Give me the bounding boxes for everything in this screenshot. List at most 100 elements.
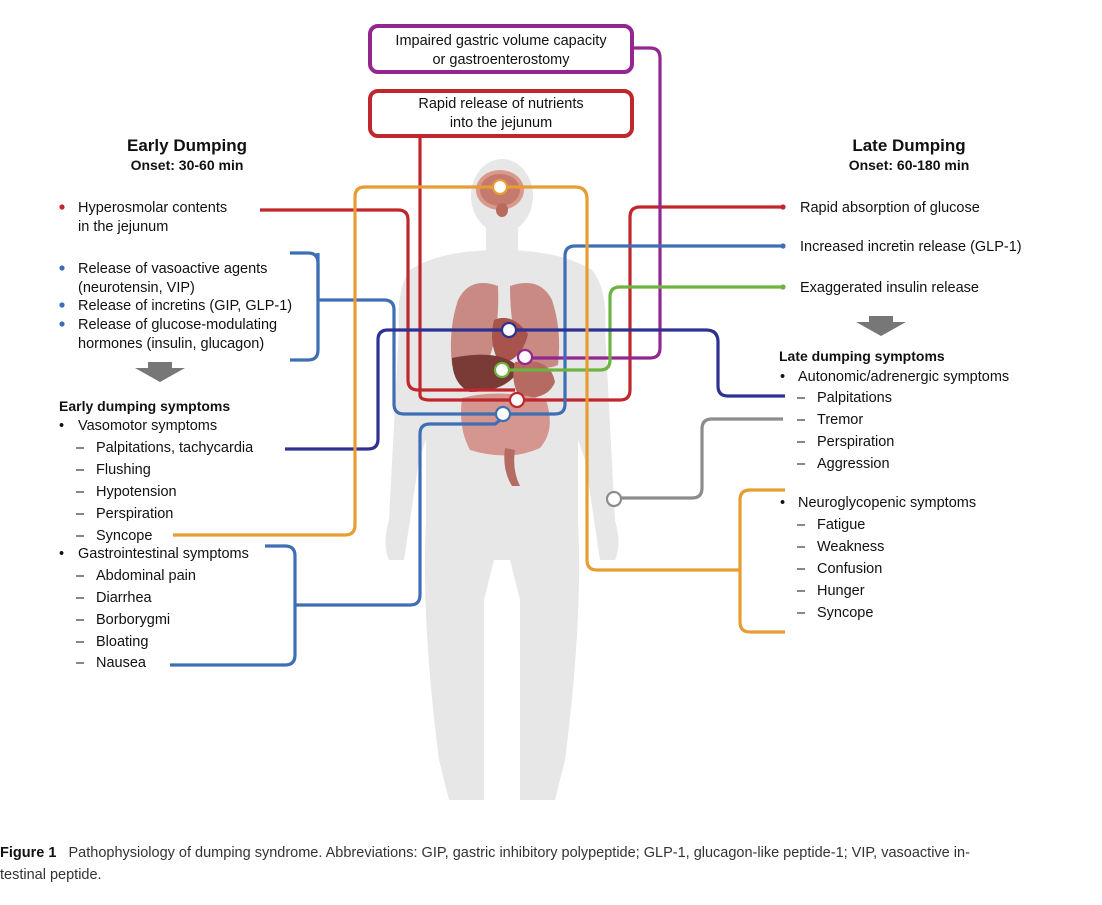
top-box-red: Rapid release of nutrients into the jeju… [368, 89, 634, 138]
svg-text:•: • [780, 369, 785, 385]
purple-line-gastric [527, 46, 662, 360]
gi-item: Diarrhea [96, 590, 153, 606]
skin-node [605, 490, 623, 508]
red-box-line2: into the jejunum [450, 115, 552, 131]
svg-text:–: – [76, 612, 85, 628]
autonomic-item: Tremor [817, 412, 863, 428]
svg-text:–: – [76, 506, 85, 522]
blue-line-gi [170, 416, 504, 667]
autonomic-title: Autonomic/adrenergic symptoms [798, 369, 1009, 385]
svg-text:–: – [797, 456, 806, 472]
vasomotor-item: Hypotension [96, 484, 177, 500]
late-cause-2: Increased incretin release (GLP-1) [800, 239, 1022, 255]
early-cause-1-line1: Hyperosmolar contents [78, 200, 227, 216]
late-dumping-title: Late Dumping [852, 136, 965, 155]
navy-line-palpitations [285, 328, 785, 451]
gi-item: Abdominal pain [96, 568, 196, 584]
blue-bracket-causes [290, 251, 320, 362]
purple-box-line1: Impaired gastric volume capacity [395, 33, 607, 49]
late-symptoms: Late dumping symptoms • Autonomic/adrene… [779, 348, 1009, 621]
early-down-arrow-icon [135, 362, 185, 382]
brain-node [491, 178, 509, 196]
heart-node [500, 321, 518, 339]
autonomic-item: Aggression [817, 456, 890, 472]
red-box-line1: Rapid release of nutrients [418, 96, 583, 112]
early-cause-4-line1: Release of glucose-modulating [78, 317, 277, 333]
purple-box-line2: or gastroenterostomy [432, 52, 570, 68]
red-line-hyperosmolar [260, 208, 515, 392]
early-cause-2-line2: (neurotensin, VIP) [78, 280, 195, 296]
intestine-node [494, 405, 512, 423]
early-cause-4-line2: hormones (insulin, glucagon) [78, 336, 264, 352]
pancreas-node [493, 361, 511, 379]
red-line-rapid-absorption [522, 205, 783, 402]
figure-caption: Figure 1 Pathophysiology of dumping synd… [0, 842, 1102, 886]
gi-item: Nausea [96, 655, 147, 671]
neuro-item: Confusion [817, 561, 882, 577]
organs-icon [450, 283, 560, 486]
intestines-icon [461, 393, 550, 456]
svg-text:–: – [76, 568, 85, 584]
early-cause-1-line2: in the jejunum [78, 219, 168, 235]
late-down-arrow-icon [856, 316, 906, 336]
vasomotor-item: Palpitations, tachycardia [96, 440, 254, 456]
vasomotor-item: Perspiration [96, 506, 173, 522]
svg-text:–: – [76, 462, 85, 478]
early-symptoms-title: Early dumping symptoms [59, 398, 230, 414]
svg-text:–: – [76, 484, 85, 500]
connection-nodes [491, 178, 623, 508]
figure-caption-text-2: testinal peptide. [0, 867, 102, 883]
early-symptoms: Early dumping symptoms • Vasomotor sympt… [59, 398, 254, 671]
orange-line-syncope [173, 185, 740, 572]
left-lung-icon [450, 283, 499, 368]
late-causes: Rapid absorption of glucose Increased in… [780, 200, 1022, 296]
svg-text:–: – [797, 605, 806, 621]
svg-text:•: • [780, 495, 785, 511]
top-box-purple: Impaired gastric volume capacity or gast… [368, 24, 634, 74]
svg-text:–: – [797, 434, 806, 450]
gray-line-tremor [618, 417, 783, 500]
stomach-node [516, 348, 534, 366]
early-cause-3: Release of incretins (GIP, GLP-1) [78, 298, 292, 314]
svg-text:–: – [797, 583, 806, 599]
svg-text:–: – [76, 655, 85, 671]
late-dumping-onset: Onset: 60-180 min [849, 157, 970, 173]
figure-label: Figure 1 [0, 845, 57, 861]
neuro-item: Weakness [817, 539, 884, 555]
early-causes: Hyperosmolar contents in the jejunum Rel… [59, 200, 292, 352]
early-cause-2-line1: Release of vasoactive agents [78, 261, 267, 277]
red-line-rapid-release [418, 136, 518, 402]
neuro-title: Neuroglycopenic symptoms [798, 495, 976, 511]
autonomic-item: Palpitations [817, 390, 892, 406]
svg-text:–: – [797, 539, 806, 555]
late-symptoms-title: Late dumping symptoms [779, 348, 945, 364]
connection-lines [170, 46, 785, 667]
gi-item: Borborygmi [96, 612, 170, 628]
jejunum-node [508, 391, 526, 409]
svg-text:–: – [76, 634, 85, 650]
svg-text:–: – [797, 561, 806, 577]
svg-text:•: • [59, 418, 64, 434]
svg-text:–: – [797, 390, 806, 406]
orange-bracket-neuro [738, 488, 785, 634]
gi-item: Bloating [96, 634, 148, 650]
svg-text:–: – [76, 590, 85, 606]
late-cause-1: Rapid absorption of glucose [800, 200, 980, 216]
svg-text:•: • [59, 546, 64, 562]
svg-text:–: – [797, 517, 806, 533]
autonomic-item: Perspiration [817, 434, 894, 450]
svg-text:–: – [76, 528, 85, 544]
neuro-item: Syncope [817, 605, 873, 621]
gi-title: Gastrointestinal symptoms [78, 546, 249, 562]
svg-text:–: – [797, 412, 806, 428]
early-dumping-title: Early Dumping [127, 136, 247, 155]
vasomotor-item: Syncope [96, 528, 152, 544]
late-cause-3: Exaggerated insulin release [800, 280, 979, 296]
figure-caption-text: Pathophysiology of dumping syndrome. Abb… [68, 845, 970, 861]
early-dumping-onset: Onset: 30-60 min [131, 157, 244, 173]
neuro-item: Hunger [817, 583, 865, 599]
neuro-item: Fatigue [817, 517, 865, 533]
vasomotor-title: Vasomotor symptoms [78, 418, 217, 434]
vasomotor-item: Flushing [96, 462, 151, 478]
